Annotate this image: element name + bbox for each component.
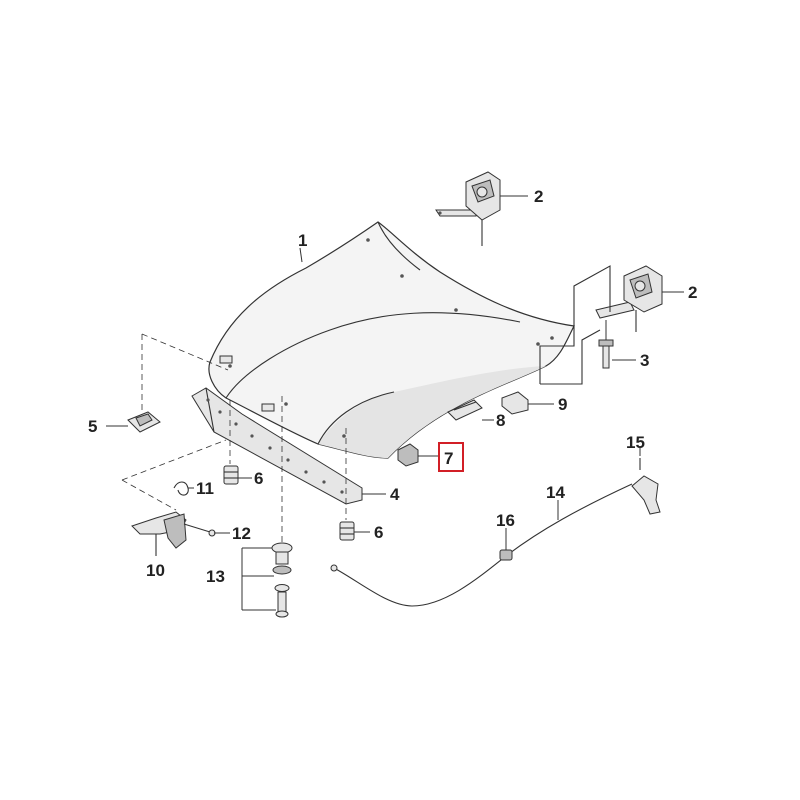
hinge-upper[interactable] <box>435 171 501 246</box>
callout-3: 3 <box>640 351 649 370</box>
hood-panel[interactable] <box>208 221 575 459</box>
callout-7: 7 <box>444 449 453 468</box>
callout-10: 10 <box>146 561 165 580</box>
callout-5: 5 <box>88 417 97 436</box>
highlight-box-7 <box>438 442 464 472</box>
callout-6-right: 6 <box>374 523 383 542</box>
bolt-stack-13[interactable] <box>241 542 293 618</box>
release-cable[interactable] <box>330 483 633 607</box>
callout-6-left: 6 <box>254 469 263 488</box>
bolt-12[interactable] <box>183 523 216 537</box>
part-9[interactable] <box>501 391 529 415</box>
callout-13: 13 <box>206 567 225 586</box>
part-8[interactable] <box>447 399 483 421</box>
callout-2-lower: 2 <box>688 283 697 302</box>
release-handle[interactable] <box>631 458 661 515</box>
bumper-6-left[interactable] <box>223 465 239 485</box>
callout-11: 11 <box>196 479 214 498</box>
spring-11[interactable] <box>173 481 194 496</box>
hinge-lower[interactable] <box>595 265 663 332</box>
clip-7[interactable] <box>397 443 419 467</box>
callout-14: 14 <box>546 483 565 502</box>
callout-1: 1 <box>298 231 307 250</box>
callout-16: 16 <box>496 511 515 530</box>
bumper-5[interactable] <box>127 411 161 433</box>
callout-15: 15 <box>626 433 645 452</box>
callout-2-upper: 2 <box>534 187 543 206</box>
callout-4: 4 <box>390 485 400 504</box>
cable-clip-16[interactable] <box>499 549 513 561</box>
bumper-6-right[interactable] <box>339 521 355 541</box>
bolt-3[interactable] <box>598 320 614 369</box>
callout-12: 12 <box>232 524 251 543</box>
hood-latch[interactable] <box>131 511 187 556</box>
callout-8: 8 <box>496 411 505 430</box>
callout-9: 9 <box>558 395 567 414</box>
